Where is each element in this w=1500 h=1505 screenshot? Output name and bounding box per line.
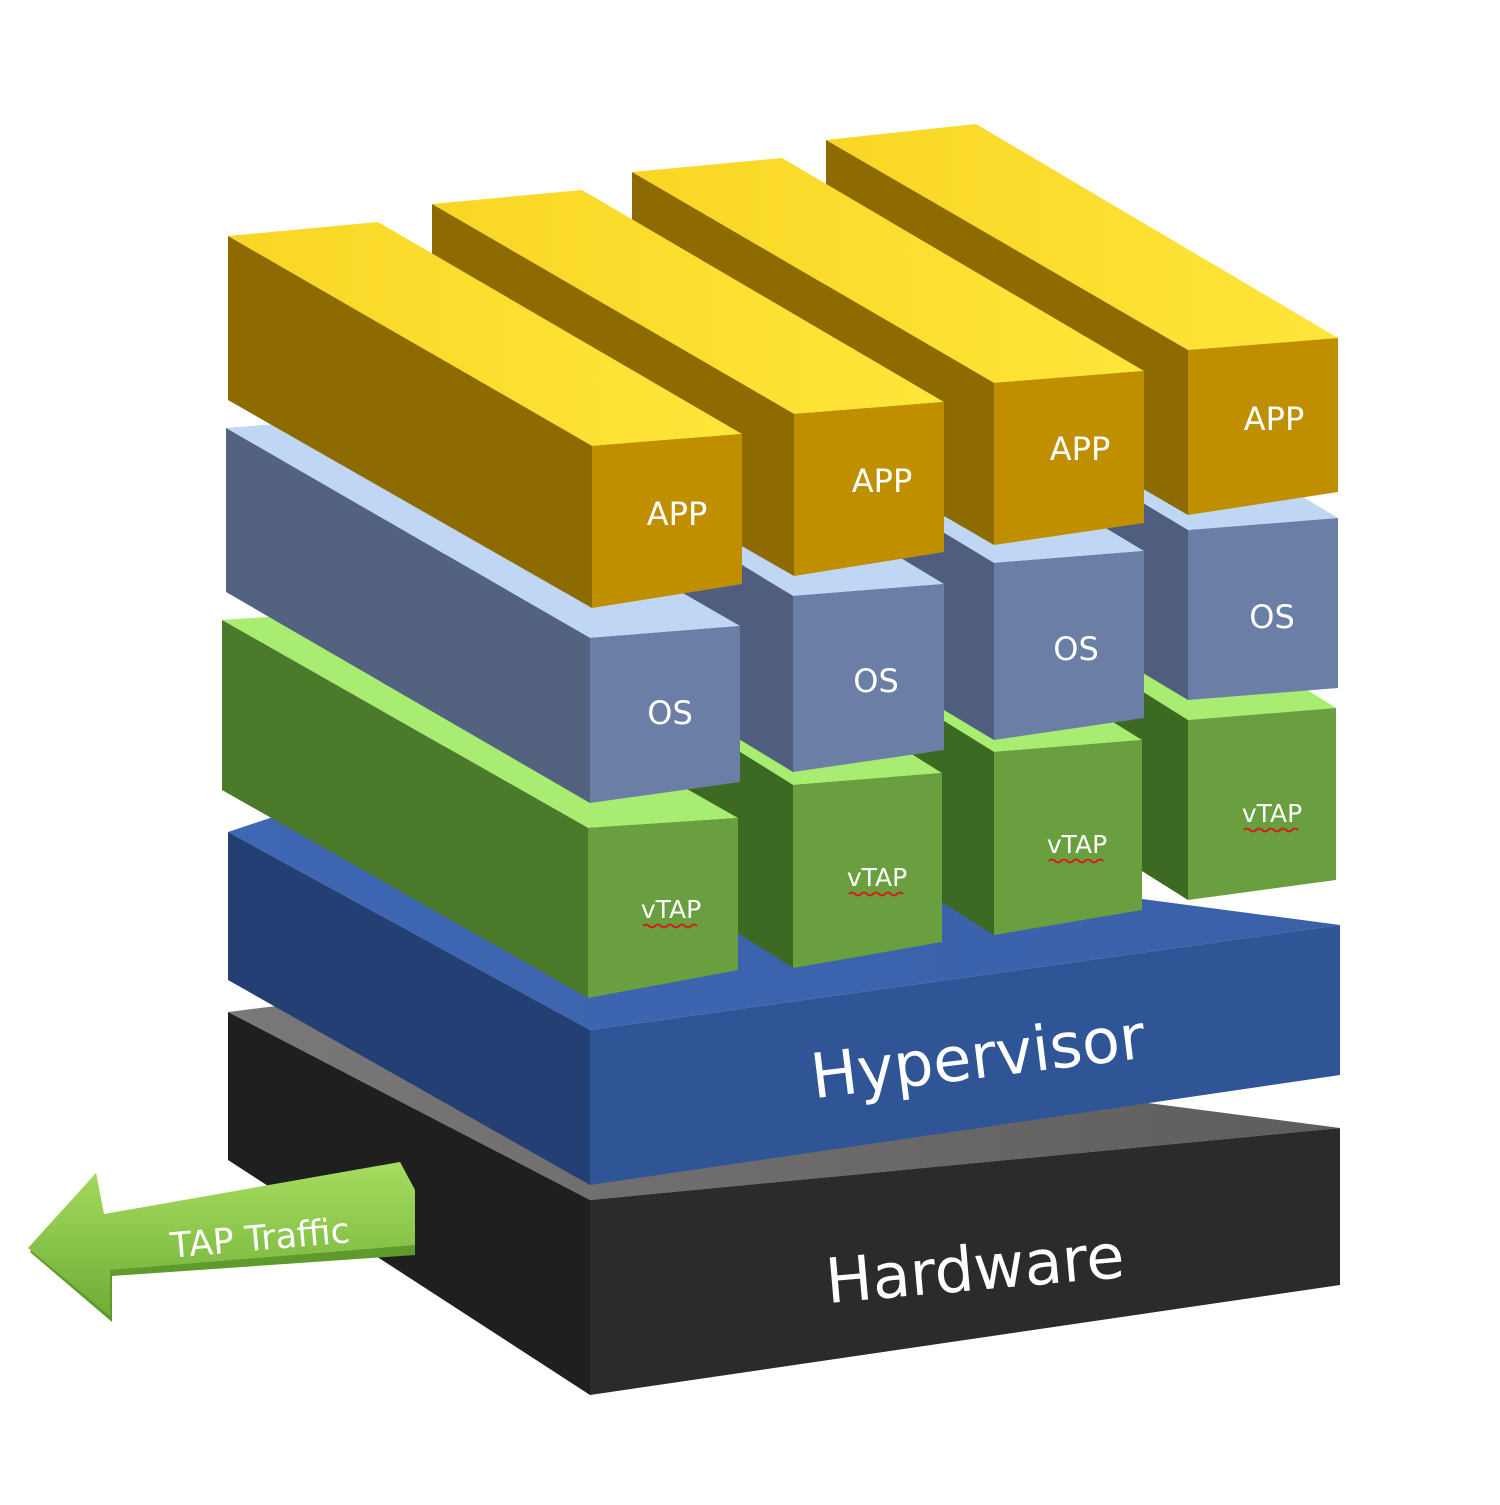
app-label-4: APP — [1244, 400, 1304, 438]
vtap-label-3: vTAP — [1047, 830, 1107, 859]
vtap-bar-1-side — [222, 620, 588, 998]
vtap-label-2: vTAP — [847, 863, 907, 892]
vtap-bar-2-front — [793, 773, 942, 968]
os-label-3: OS — [1053, 630, 1099, 668]
vtap-bar-4-front — [1188, 708, 1336, 900]
vtap-label-1: vTAP — [641, 895, 701, 924]
app-bar-2-front — [794, 402, 944, 576]
app-layer: APP APP APP APP — [228, 124, 1338, 608]
os-bar-1-side — [226, 428, 590, 803]
vtap-spell-underline-1 — [642, 923, 698, 929]
os-bar-4-front — [1188, 518, 1338, 700]
hypervisor-side — [228, 832, 590, 1185]
app-bar-1-top — [228, 222, 742, 446]
app-bar-4-top — [826, 124, 1338, 350]
app-bar-3-top — [632, 158, 1144, 383]
hypervisor-front — [590, 925, 1340, 1185]
app-bar-2-top — [432, 190, 944, 414]
hardware-front — [590, 1128, 1340, 1395]
os-bar-3-front — [994, 551, 1144, 740]
vtap-spell-underline-4 — [1243, 827, 1299, 833]
app-bar-4-front — [1188, 338, 1338, 515]
vtap-spell-underline-3 — [1048, 858, 1104, 864]
os-label-2: OS — [853, 662, 899, 700]
os-bar-2-front — [793, 584, 944, 772]
app-label-3: APP — [1050, 430, 1110, 468]
app-bar-1-side — [228, 236, 592, 608]
tap-traffic-arrow: TAP Traffic — [28, 1162, 415, 1322]
app-label-2: APP — [852, 462, 912, 500]
vtap-spell-underline-2 — [848, 891, 904, 897]
app-bar-1: APP — [228, 222, 742, 608]
os-label-1: OS — [647, 694, 693, 732]
app-bar-3-front — [994, 371, 1144, 545]
arrow-body — [28, 1162, 415, 1316]
vtap-bar-1-front — [588, 818, 738, 998]
os-bar-1-front — [590, 626, 740, 803]
vtap-label-4: vTAP — [1242, 799, 1302, 828]
vtap-bar-3-front — [994, 740, 1142, 935]
os-label-4: OS — [1249, 598, 1295, 636]
app-bar-1-front — [592, 434, 742, 608]
app-label-1: APP — [647, 495, 707, 533]
